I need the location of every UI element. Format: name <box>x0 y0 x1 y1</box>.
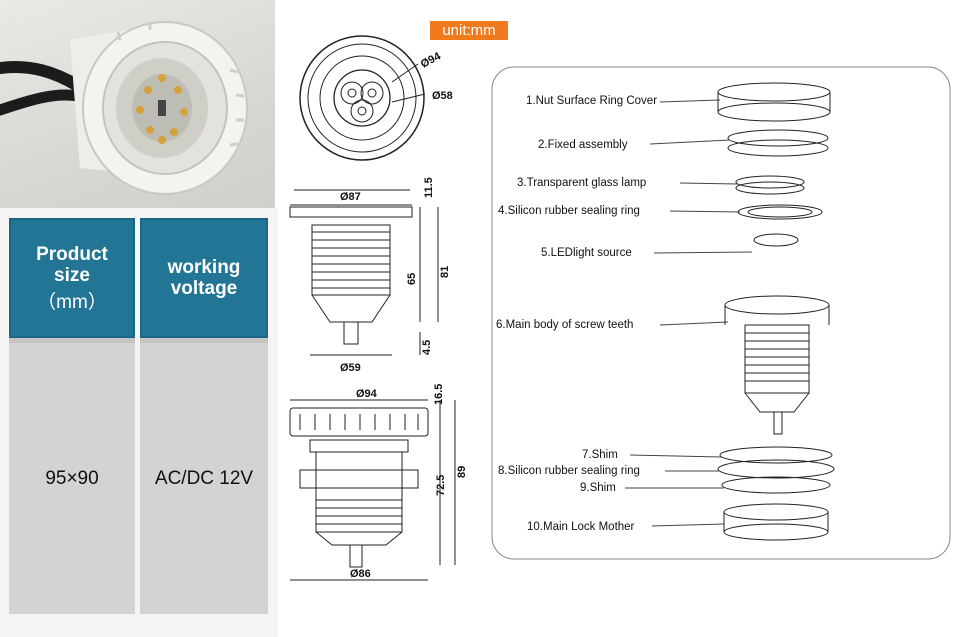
dim-side2-h3: 89 <box>456 466 468 478</box>
dim-side2-bottom: Ø86 <box>350 568 371 580</box>
working-voltage-value: AC/DC 12V <box>140 338 268 614</box>
dim-side1-h3: 81 <box>439 266 451 278</box>
header-line: voltage <box>170 278 238 299</box>
leader-lines <box>625 99 753 527</box>
top-view <box>299 35 426 161</box>
dim-side1-h4: 4.5 <box>421 340 433 355</box>
header-line: size <box>54 264 90 286</box>
part-label: 2.Fixed assembly <box>538 139 628 151</box>
side-view-2 <box>289 399 456 581</box>
part-label: 7.Shim <box>582 449 618 461</box>
dim-top-outer: Ø94 <box>419 50 444 71</box>
spec-table: Product size （mm） working voltage 95×90 … <box>0 208 278 637</box>
part-label: 4.Silicon rubber sealing ring <box>498 205 640 217</box>
lamp-photo-illustration <box>0 21 248 195</box>
part-label: 3.Transparent glass lamp <box>517 177 646 189</box>
dim-side2-h1: 16.5 <box>433 384 445 405</box>
header-line: Product <box>36 243 108 265</box>
dim-side1-bottom: Ø59 <box>340 362 361 374</box>
exploded-parts <box>717 82 835 541</box>
product-size-value: 95×90 <box>9 338 135 614</box>
part-label: 6.Main body of screw teeth <box>496 319 633 331</box>
dim-side2-h2: 72.5 <box>435 475 447 496</box>
product-photo <box>0 0 275 208</box>
unit-badge: unit:mm <box>430 21 508 40</box>
header-line: working <box>167 257 241 278</box>
part-label: 5.LEDlight source <box>541 247 632 259</box>
header-product-size: Product size （mm） <box>9 218 135 338</box>
part-label: 10.Main Lock Mother <box>527 521 635 533</box>
part-label: 1.Nut Surface Ring Cover <box>526 95 657 107</box>
header-line: （mm） <box>37 291 107 313</box>
part-label: 8.Silicon rubber sealing ring <box>498 465 640 477</box>
header-working-voltage: working voltage <box>140 218 268 338</box>
dim-side1-h2: 65 <box>406 273 418 285</box>
dim-side2-top: Ø94 <box>356 388 378 400</box>
dim-top-inner: Ø58 <box>432 90 453 102</box>
dim-side1-h1: 11.5 <box>423 177 435 198</box>
side-view-1 <box>289 189 439 356</box>
part-label: 9.Shim <box>580 482 616 494</box>
dim-side1-top: Ø87 <box>340 191 361 203</box>
